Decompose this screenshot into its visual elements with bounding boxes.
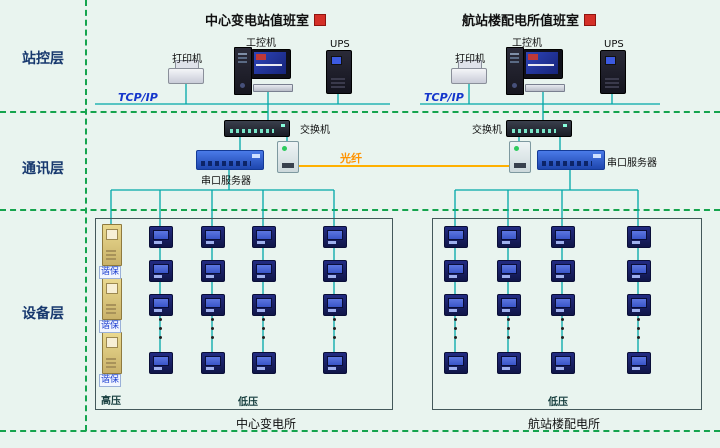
- power-meter: [551, 226, 575, 248]
- cabinet-label: 谐保: [99, 374, 122, 387]
- power-meter: [444, 260, 468, 282]
- printer-icon: [168, 60, 204, 84]
- right-switch-label: 交换机: [472, 125, 502, 136]
- power-meter: [627, 260, 651, 282]
- right-room-title-text: 航站楼配电所值班室: [462, 14, 580, 29]
- right-ups-label: UPS: [604, 39, 624, 50]
- ellipsis-dots: [261, 318, 265, 339]
- power-meter: [627, 352, 651, 374]
- power-meter: [323, 352, 347, 374]
- left-hv-label: 高压: [101, 396, 121, 407]
- power-meter: [252, 226, 276, 248]
- ethernet-switch-icon: [224, 120, 290, 137]
- left-station-name: 中心变电所: [236, 417, 297, 431]
- fiber-label: 光纤: [340, 152, 362, 165]
- power-meter: [444, 226, 468, 248]
- power-meter: [497, 352, 521, 374]
- harmonic-protection-cabinet: [102, 224, 122, 266]
- power-meter: [252, 352, 276, 374]
- power-meter: [149, 352, 173, 374]
- ethernet-switch-icon: [506, 120, 572, 137]
- harmonic-protection-cabinet: [102, 278, 122, 320]
- divider-station-comm: [0, 111, 720, 113]
- power-meter: [201, 226, 225, 248]
- cabinet-label: 谐保: [99, 266, 122, 279]
- fiber-converter-icon: [277, 141, 299, 173]
- left-room-title: 中心变电站值班室: [205, 10, 327, 29]
- power-meter: [551, 260, 575, 282]
- left-serial-label: 串口服务器: [201, 176, 251, 187]
- left-room-title-text: 中心变电站值班室: [205, 14, 310, 29]
- power-meter: [497, 226, 521, 248]
- layer-label-device: 设备层: [22, 306, 64, 322]
- power-meter: [323, 294, 347, 316]
- pc-keyboard-icon: [525, 84, 565, 92]
- ellipsis-dots: [560, 318, 564, 339]
- fiber-converter-icon: [509, 141, 531, 173]
- pc-tower-icon: [234, 47, 252, 95]
- power-meter: [323, 226, 347, 248]
- left-printer-label: 打印机: [172, 54, 202, 65]
- red-seal-icon: [314, 14, 327, 26]
- pc-keyboard-icon: [253, 84, 293, 92]
- power-meter: [323, 260, 347, 282]
- power-meter: [201, 260, 225, 282]
- pc-monitor-icon: [523, 49, 563, 83]
- ellipsis-dots: [158, 318, 162, 339]
- divider-bottom: [0, 430, 720, 432]
- right-lv-label: 低压: [548, 397, 568, 408]
- harmonic-protection-cabinet: [102, 332, 122, 374]
- power-meter: [149, 226, 173, 248]
- power-meter: [252, 260, 276, 282]
- right-tcpip-label: TCP/IP: [424, 91, 464, 104]
- ups-icon: [326, 50, 352, 94]
- power-meter: [201, 352, 225, 374]
- left-ups-label: UPS: [330, 39, 350, 50]
- divider-layer-column: [85, 0, 87, 431]
- right-station-name: 航站楼配电所: [528, 417, 601, 431]
- power-meter: [149, 260, 173, 282]
- ellipsis-dots: [332, 318, 336, 339]
- printer-icon: [451, 60, 487, 84]
- power-meter: [627, 226, 651, 248]
- power-meter: [551, 352, 575, 374]
- ellipsis-dots: [453, 318, 457, 339]
- pc-monitor-icon: [251, 49, 291, 83]
- power-meter: [252, 294, 276, 316]
- ups-icon: [600, 50, 626, 94]
- layer-label-station-control: 站控层: [22, 51, 64, 67]
- power-meter: [551, 294, 575, 316]
- power-meter: [149, 294, 173, 316]
- right-pc-label: 工控机: [512, 38, 542, 49]
- serial-server-icon: [196, 150, 264, 170]
- left-lv-label: 低压: [238, 397, 258, 408]
- divider-comm-device: [0, 209, 720, 211]
- left-switch-label: 交换机: [300, 125, 330, 136]
- ellipsis-dots: [636, 318, 640, 339]
- power-meter: [201, 294, 225, 316]
- power-meter: [444, 352, 468, 374]
- right-serial-label: 串口服务器: [607, 158, 657, 169]
- left-pc-label: 工控机: [246, 38, 276, 49]
- right-room-title: 航站楼配电所值班室: [462, 10, 597, 29]
- left-device-box: [95, 218, 393, 410]
- power-meter: [497, 260, 521, 282]
- layer-label-communication: 通讯层: [22, 161, 64, 177]
- left-tcpip-label: TCP/IP: [118, 91, 158, 104]
- ellipsis-dots: [506, 318, 510, 339]
- power-meter: [497, 294, 521, 316]
- pc-tower-icon: [506, 47, 524, 95]
- red-seal-icon: [584, 14, 597, 26]
- ellipsis-dots: [210, 318, 214, 339]
- serial-server-icon: [537, 150, 605, 170]
- power-meter: [444, 294, 468, 316]
- cabinet-label: 谐保: [99, 320, 122, 333]
- power-meter: [627, 294, 651, 316]
- right-printer-label: 打印机: [455, 54, 485, 65]
